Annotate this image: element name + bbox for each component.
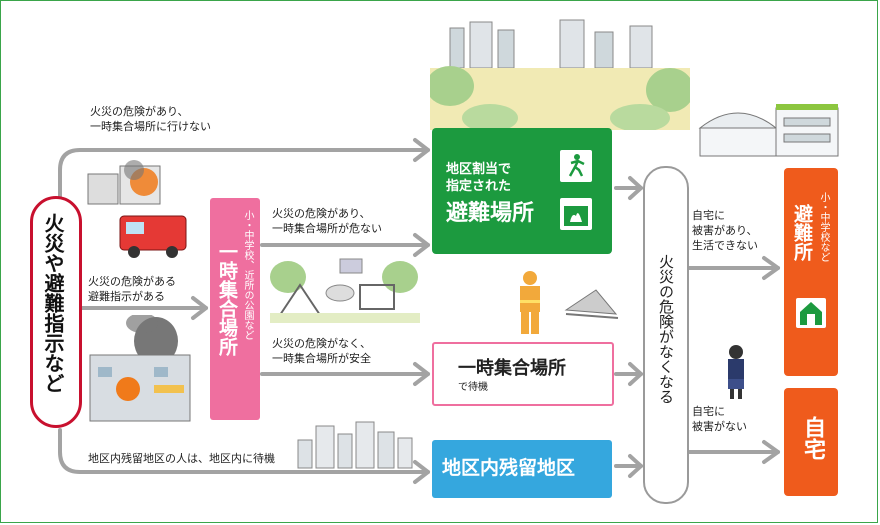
arrow-remain-out-head <box>628 454 643 478</box>
home-damaged-label: 自宅に 被害があり、 生活できない <box>692 209 758 252</box>
arrow-middle-head <box>191 296 208 320</box>
firefighter-illustration <box>520 271 619 334</box>
arrow-evac-head <box>762 256 780 280</box>
playground-illustration <box>270 258 420 323</box>
burning-building-illustration <box>89 315 191 422</box>
path-middle-label: 火災の危険がある 避難指示がある <box>88 275 176 303</box>
arrow-bottom-path <box>58 428 430 474</box>
no-danger-pill: 火災の危険がなくなる <box>643 166 689 504</box>
park-illustration <box>430 19 690 130</box>
no-danger-label: 火災の危険がなくなる <box>657 254 675 404</box>
evac-center-sub: 小・中学校など <box>818 192 829 262</box>
arrow-top-path <box>58 148 430 202</box>
wait-at-site-box: 一時集合場所 で待機 <box>432 342 614 406</box>
temp-gathering-site-box: 小・中学校、近所の公園など 一時集合場所 <box>210 198 260 420</box>
school-illustration <box>698 104 839 157</box>
arrow-shelter-out-head <box>628 176 643 200</box>
student-illustration <box>728 345 744 399</box>
shelter-line1: 地区割当で <box>446 162 512 177</box>
home-box: 自宅 <box>784 388 838 496</box>
path-bottom-label: 地区内残留地区の人は、地区内に待機 <box>88 452 275 465</box>
arrow-danger-head <box>413 233 430 257</box>
start-trigger-label: 火災や避難指示など <box>41 213 65 393</box>
arrow-top-head <box>413 138 430 162</box>
designated-shelter-box: 地区割当で 指定された 避難場所 <box>432 128 612 254</box>
evacuation-center-box: 小・中学校など 避難所 <box>784 168 838 376</box>
wait-sub-label: で待機 <box>458 382 488 393</box>
home-label: 自宅 <box>800 416 825 460</box>
arrow-safe-head <box>413 362 430 386</box>
branch-safe-label: 火災の危険がなく、 一時集合場所が安全 <box>272 337 371 365</box>
remain-district-box: 地区内残留地区 <box>432 440 612 498</box>
branch-danger-label: 火災の危険があり、 一時集合場所が危ない <box>272 207 382 235</box>
city-skyline-illustration <box>297 421 413 469</box>
start-trigger-capsule: 火災や避難指示など <box>30 196 82 428</box>
shelter-main-label: 避難場所 <box>446 201 535 226</box>
fire-shelter-icon <box>560 198 592 230</box>
temp-site-main-label: 一時集合場所 <box>216 242 238 356</box>
arrow-bottom-head <box>413 460 430 484</box>
fire-truck-illustration <box>87 160 187 258</box>
evac-center-main: 避難所 <box>791 204 813 261</box>
temp-site-sub-label: 小・中学校、近所の公園など <box>242 210 253 340</box>
evac-center-icon <box>796 298 826 328</box>
arrow-wait-out-head <box>628 362 643 386</box>
home-ok-label: 自宅に 被害がない <box>692 405 747 433</box>
shelter-line2: 指定された <box>446 179 512 194</box>
wait-main-label: 一時集合場所 <box>458 358 566 379</box>
running-exit-icon <box>560 150 592 182</box>
path-top-label: 火災の危険があり、 一時集合場所に行けない <box>90 105 211 133</box>
arrow-home-head <box>762 440 780 464</box>
remain-label: 地区内残留地区 <box>442 457 576 479</box>
